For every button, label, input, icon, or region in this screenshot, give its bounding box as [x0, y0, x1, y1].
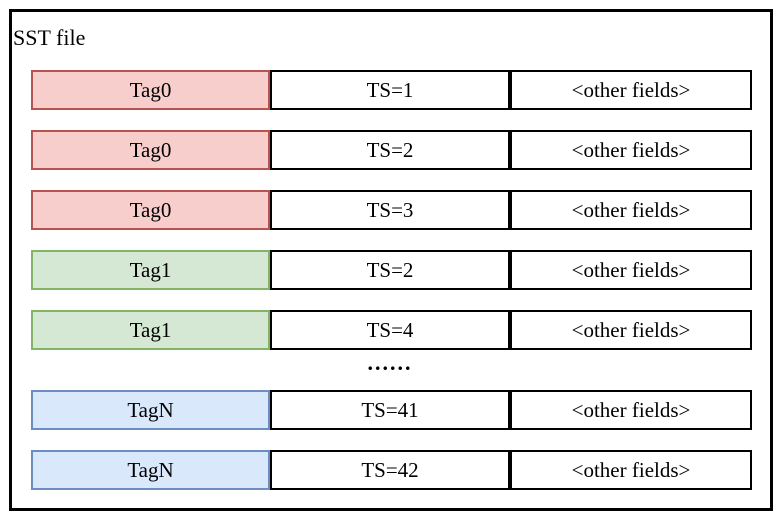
record-row: Tag0 TS=1 <other fields> [31, 70, 752, 110]
other-fields-cell: <other fields> [510, 390, 752, 430]
tag-cell: TagN [31, 450, 270, 490]
record-row: Tag1 TS=2 <other fields> [31, 250, 752, 290]
record-row: Tag0 TS=3 <other fields> [31, 190, 752, 230]
tag-cell: Tag0 [31, 130, 270, 170]
record-row: TagN TS=41 <other fields> [31, 390, 752, 430]
timestamp-cell: TS=4 [270, 310, 510, 350]
timestamp-cell: TS=1 [270, 70, 510, 110]
timestamp-cell: TS=2 [270, 250, 510, 290]
record-row: TagN TS=42 <other fields> [31, 450, 752, 490]
tag-cell: Tag1 [31, 250, 270, 290]
record-rows: Tag0 TS=1 <other fields> Tag0 TS=2 <othe… [31, 70, 752, 510]
timestamp-cell: TS=41 [270, 390, 510, 430]
other-fields-cell: <other fields> [510, 70, 752, 110]
timestamp-cell: TS=2 [270, 130, 510, 170]
tag-cell: TagN [31, 390, 270, 430]
timestamp-cell: TS=3 [270, 190, 510, 230]
tag-cell: Tag1 [31, 310, 270, 350]
record-row: Tag1 TS=4 <other fields> [31, 310, 752, 350]
timestamp-cell: TS=42 [270, 450, 510, 490]
ellipsis-row: ...... [31, 350, 752, 390]
ellipsis-text: ...... [367, 350, 413, 375]
record-row: Tag0 TS=2 <other fields> [31, 130, 752, 170]
tag-cell: Tag0 [31, 70, 270, 110]
other-fields-cell: <other fields> [510, 250, 752, 290]
other-fields-cell: <other fields> [510, 450, 752, 490]
other-fields-cell: <other fields> [510, 310, 752, 350]
tag-cell: Tag0 [31, 190, 270, 230]
other-fields-cell: <other fields> [510, 190, 752, 230]
diagram-title: SST file [13, 25, 86, 50]
other-fields-cell: <other fields> [510, 130, 752, 170]
